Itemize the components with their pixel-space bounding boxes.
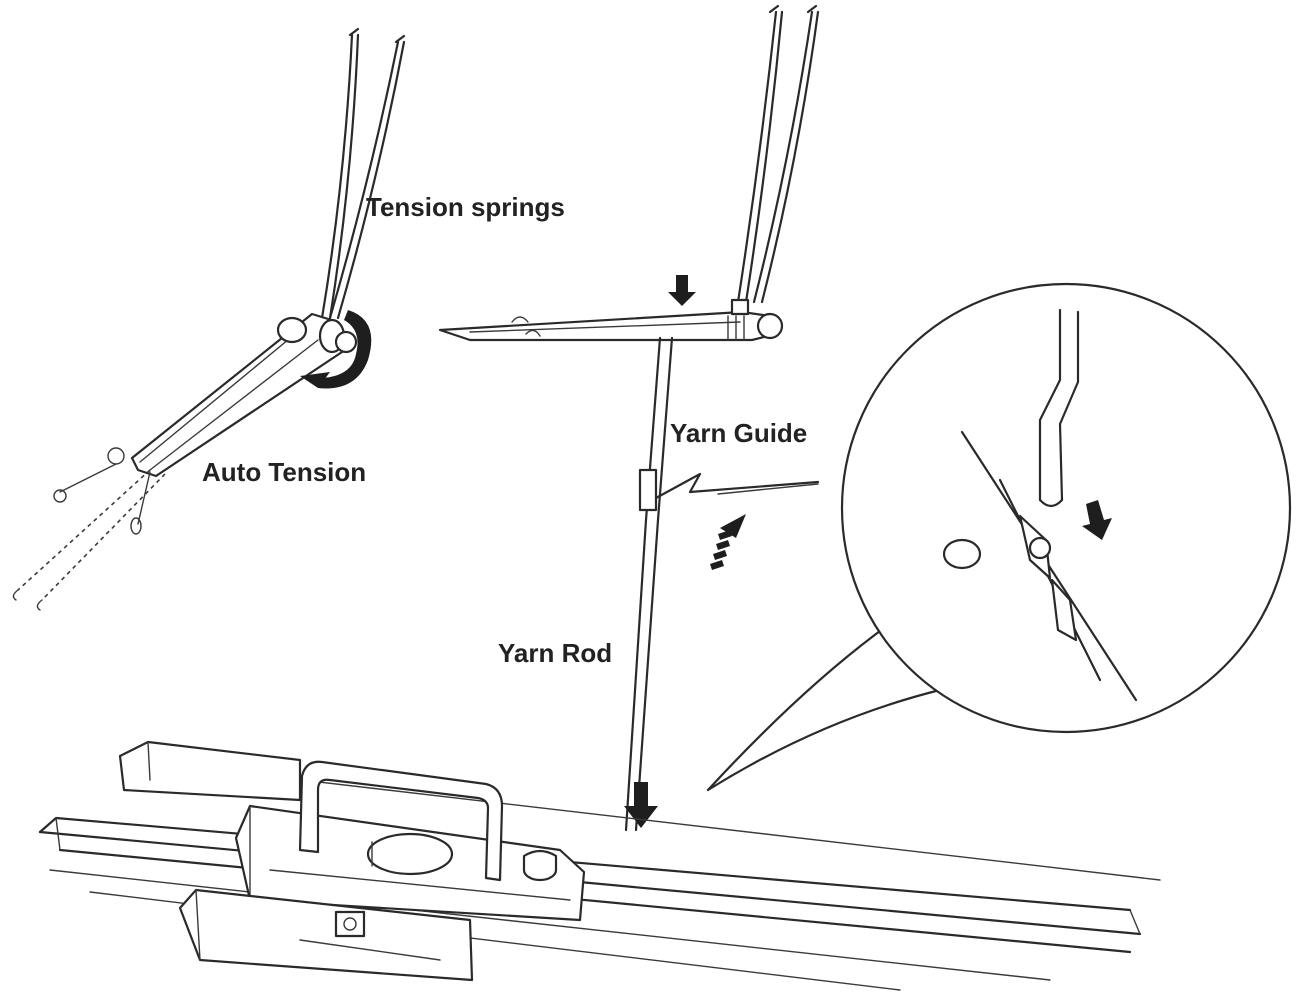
auto-tension-assembly bbox=[12, 27, 406, 611]
detail-magnifier bbox=[706, 282, 1292, 792]
knitting-bed bbox=[38, 740, 1161, 991]
yarn-guide-label: Yarn Guide bbox=[670, 418, 807, 448]
dashed-up-arrow bbox=[710, 514, 746, 570]
yarn-rod-label: Yarn Rod bbox=[498, 638, 612, 668]
tension-springs-label: Tension springs bbox=[366, 192, 565, 222]
auto-tension-label: Auto Tension bbox=[202, 457, 366, 487]
yarn-rod-assembly bbox=[438, 4, 820, 832]
